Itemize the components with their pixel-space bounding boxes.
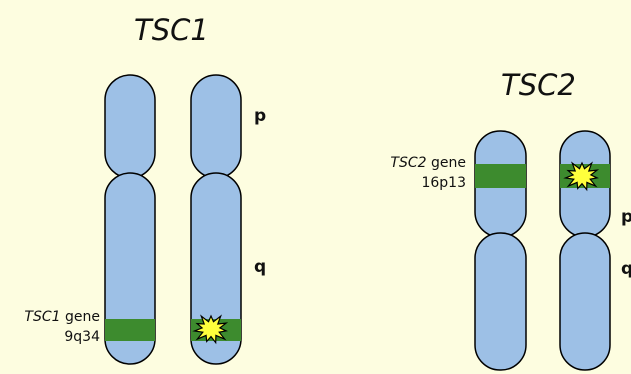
tsc2-normal-chromosome [474, 130, 527, 371]
tsc1-normal-chromosome [104, 74, 156, 365]
tsc1-p-arm-label: p [254, 106, 267, 126]
tsc1-normal-gene-band [105, 319, 155, 341]
tsc2-gene-label: TSC2 gene 16p13 [390, 153, 466, 193]
tsc1-chromosome-pair [104, 74, 242, 365]
tsc1-mutated-p-arm [190, 74, 242, 179]
tsc2-mutated-q-arm [559, 232, 611, 371]
tsc1-title: TSC1 [134, 13, 209, 47]
tsc2-chromosome-pair [474, 130, 611, 371]
tsc1-gene-word: gene [65, 309, 100, 325]
tsc2-normal-gene-band [475, 164, 526, 188]
tsc2-title: TSC2 [501, 68, 576, 102]
starburst-mutation-icon [563, 161, 600, 192]
tsc2-mutated-chromosome [559, 130, 611, 371]
tsc1-locus: 9q34 [64, 329, 100, 345]
tsc2-gene-word: gene [431, 155, 466, 171]
tsc1-gene-name: TSC1 [24, 309, 61, 325]
tsc1-q-arm-label: q [254, 257, 267, 277]
tsc2-p-arm-label: p [621, 207, 631, 227]
tsc1-mutated-chromosome [190, 74, 242, 365]
tsc1-mutated-q-arm [190, 172, 242, 365]
tsc2-gene-name: TSC2 [390, 155, 427, 171]
tsc2-locus: 16p13 [421, 175, 466, 191]
tsc2-normal-q-arm [474, 232, 527, 371]
tsc1-gene-label: TSC1 gene 9q34 [24, 307, 100, 347]
tsc2-q-arm-label: q [621, 259, 631, 279]
tsc1-normal-q-arm [104, 172, 156, 365]
tsc1-normal-p-arm [104, 74, 156, 179]
starburst-mutation-icon [192, 314, 229, 345]
